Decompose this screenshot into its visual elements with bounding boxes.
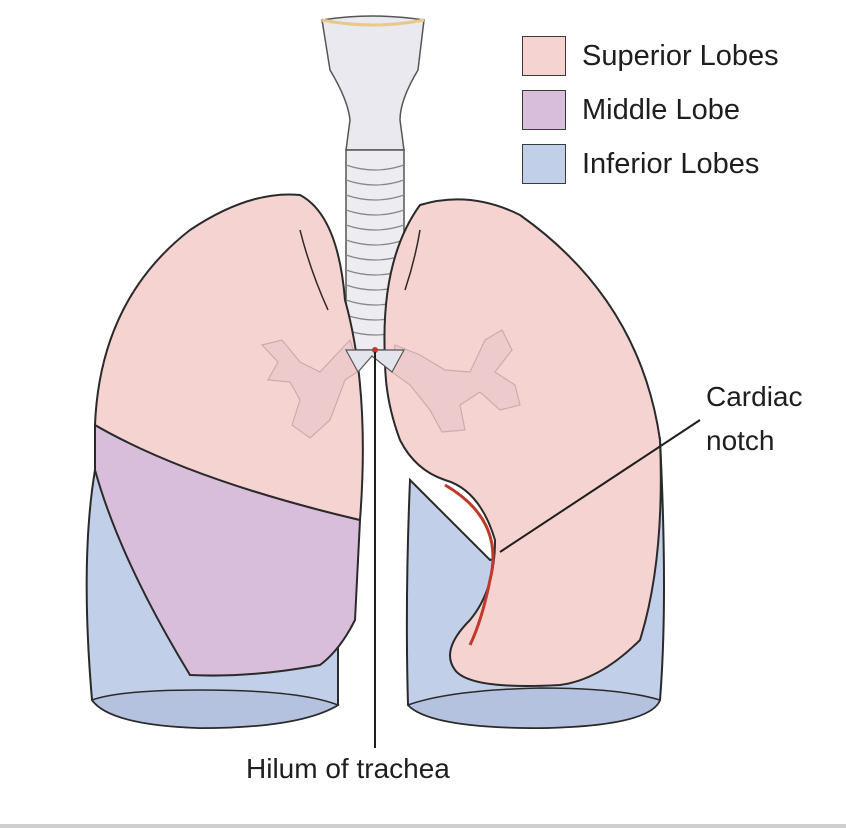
legend-label-inferior: Inferior Lobes: [582, 148, 760, 180]
right-lung: [85, 193, 364, 730]
legend-swatch-inferior: [522, 144, 566, 184]
legend-label-middle: Middle Lobe: [582, 94, 740, 126]
legend-label-superior: Superior Lobes: [582, 40, 779, 72]
legend-swatch-middle: [522, 90, 566, 130]
cardiac-notch-label-line1: Cardiac: [706, 381, 803, 412]
cardiac-notch-leader-line: [499, 419, 701, 553]
legend-swatch-superior: [522, 36, 566, 76]
hilum-label: Hilum of trachea: [246, 753, 450, 784]
bottom-divider: [0, 824, 846, 828]
left-lung: [383, 198, 665, 730]
cardiac-notch-curve: [444, 483, 495, 646]
cardiac-notch-label-line2: notch: [706, 425, 775, 456]
